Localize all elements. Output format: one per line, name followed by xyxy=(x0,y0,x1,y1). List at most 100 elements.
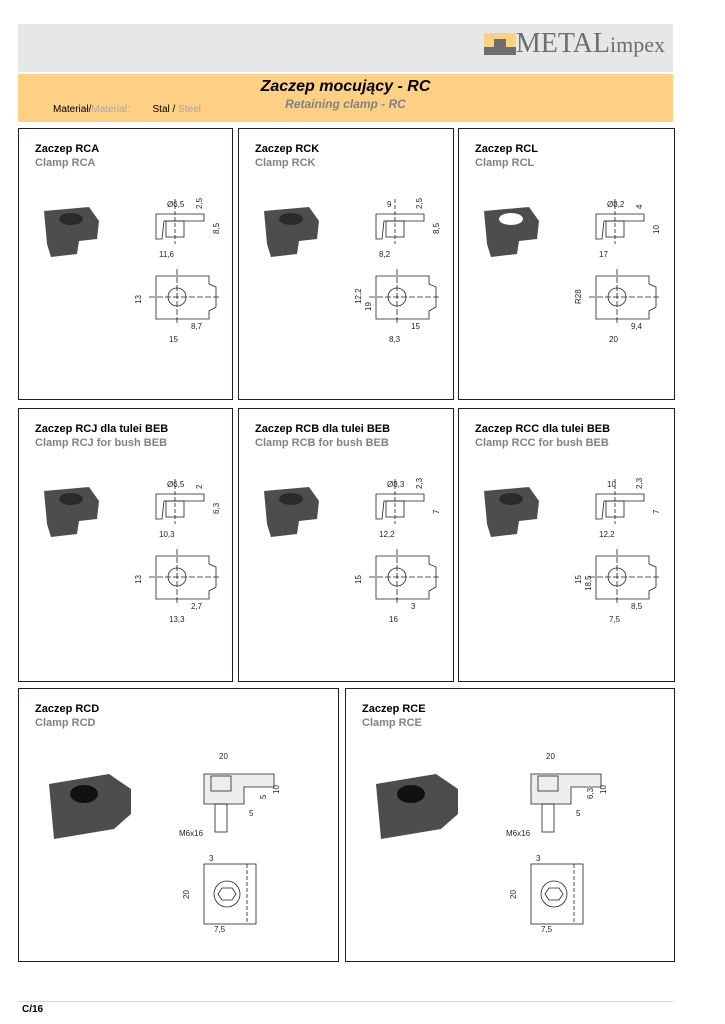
dimension-label: 16 xyxy=(389,615,398,624)
panel-title: Zaczep RCA xyxy=(35,143,100,155)
page-number: C/16 xyxy=(22,1004,44,1015)
dimension-label: 9 xyxy=(387,200,392,209)
dimension-label: 12,2 xyxy=(354,288,363,304)
dimension-label: 10 xyxy=(652,225,661,234)
dimension-label: R28 xyxy=(574,289,583,304)
panel-subtitle: Clamp RCL xyxy=(475,157,535,169)
panel-subtitle: Clamp RCE xyxy=(362,717,422,729)
plan-view xyxy=(530,863,584,925)
side-view xyxy=(155,199,205,244)
dimension-label: 7,5 xyxy=(214,925,226,934)
dimension-label: Ø6,5 xyxy=(167,480,185,489)
dimension-label: 2,3 xyxy=(635,477,644,489)
dimension-label: 12,2 xyxy=(599,530,615,539)
dimension-label: 8,5 xyxy=(631,602,643,611)
dimension-label: 13 xyxy=(134,575,143,584)
panel-subtitle: Clamp RCB for bush BEB xyxy=(255,437,389,449)
dimension-label: 8,2 xyxy=(379,250,391,259)
panel-subtitle: Clamp RCA xyxy=(35,157,96,169)
dimension-label: M6x16 xyxy=(179,829,204,838)
dimension-label: 10 xyxy=(607,480,616,489)
page-subtitle: Retaining clamp - RC xyxy=(285,97,406,111)
dimension-label: 7 xyxy=(652,509,661,514)
product-panel: Zaczep RCB dla tulei BEB Clamp RCB for bu… xyxy=(238,408,454,682)
dimension-label: 12,2 xyxy=(379,530,395,539)
dimension-label: 15 xyxy=(169,335,178,344)
dimension-label: 13 xyxy=(134,295,143,304)
product-photo xyxy=(484,207,539,257)
panel-title: Zaczep RCC dla tulei BEB xyxy=(475,423,611,435)
section-view xyxy=(203,773,275,833)
dimension-label: 20 xyxy=(546,752,555,761)
side-view xyxy=(155,479,205,524)
dimension-label: Ø8,2 xyxy=(607,200,625,209)
top-view xyxy=(369,549,439,605)
dimension-label: 19 xyxy=(364,302,373,311)
dimension-label: 3 xyxy=(536,854,541,863)
material-label-pl: Materiał/ xyxy=(53,104,92,115)
dimension-label: 15 xyxy=(574,575,583,584)
dimension-label: 10 xyxy=(272,785,281,794)
material-label-en: Material: xyxy=(91,104,130,115)
title-band: Zaczep mocujący - RC Retaining clamp - R… xyxy=(18,74,673,122)
dimension-label: 2,5 xyxy=(195,197,204,209)
side-view xyxy=(375,199,425,244)
top-view xyxy=(589,549,659,605)
dimension-label: 5 xyxy=(249,809,254,818)
top-view xyxy=(149,269,219,325)
product-photo xyxy=(44,207,99,257)
panel-title: Zaczep RCB dla tulei BEB xyxy=(255,423,391,435)
dimension-label: 8,5 xyxy=(212,222,221,234)
product-photo xyxy=(44,487,99,537)
dimension-label: 8,5 xyxy=(432,222,441,234)
page-title: Zaczep mocujący - RC xyxy=(260,78,431,95)
metalimpex-logo: METALimpex xyxy=(483,28,665,60)
side-view xyxy=(595,479,645,524)
product-photo xyxy=(484,487,539,537)
dimension-label: 2,3 xyxy=(415,477,424,489)
panel-subtitle: Clamp RCK xyxy=(255,157,316,169)
product-photo xyxy=(49,774,131,839)
side-view xyxy=(375,479,425,524)
material-value-pl: Stal / xyxy=(152,104,179,115)
footer-rule xyxy=(18,1001,673,1002)
logo-icon xyxy=(483,33,516,55)
panel-title: Zaczep RCD xyxy=(35,703,100,715)
dimension-label: 2 xyxy=(195,484,204,489)
header-bar: METALimpex xyxy=(18,24,673,72)
panel-title: Zaczep RCK xyxy=(255,143,320,155)
dimension-label: 10,3 xyxy=(159,530,175,539)
top-view xyxy=(149,549,219,605)
dimension-label: 8,3 xyxy=(389,335,401,344)
plan-view xyxy=(203,863,257,925)
dimension-label: 5 xyxy=(576,809,581,818)
dimension-label: 15 xyxy=(354,575,363,584)
dimension-label: 7 xyxy=(432,509,441,514)
dimension-label: 20 xyxy=(509,890,518,899)
dimension-label: 2,7 xyxy=(191,602,203,611)
panel-title: Zaczep RCJ dla tulei BEB xyxy=(35,423,169,435)
dimension-label: Ø6,5 xyxy=(167,200,185,209)
dimension-label: 9,4 xyxy=(631,322,643,331)
material-value-en: Steel xyxy=(178,104,201,115)
dimension-label: 7,5 xyxy=(541,925,553,934)
dimension-label: 3 xyxy=(209,854,214,863)
dimension-label: 6,3 xyxy=(212,502,221,514)
dimension-label: 4 xyxy=(635,204,644,209)
side-view xyxy=(595,199,645,244)
dimension-label: M6x16 xyxy=(506,829,531,838)
logo-main: METAL xyxy=(515,28,610,59)
dimension-label: 15 xyxy=(411,322,420,331)
dimension-label: 6,3 xyxy=(586,787,595,799)
dimension-label: 8,7 xyxy=(191,322,203,331)
panel-title: Zaczep RCL xyxy=(475,143,538,155)
dimension-label: 20 xyxy=(609,335,618,344)
section-view xyxy=(530,773,602,833)
